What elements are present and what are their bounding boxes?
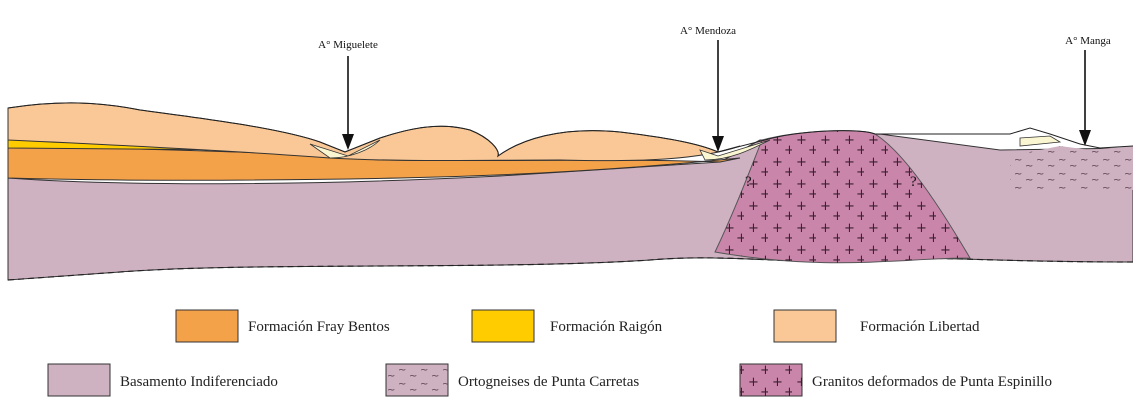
ortogneises-pattern xyxy=(1010,146,1133,190)
legend: Formación Fray Bentos Formación Raigón F… xyxy=(48,310,1052,396)
legend-label-libertad: Formación Libertad xyxy=(860,319,980,335)
stream-arrow-miguelete xyxy=(342,56,354,150)
stream-arrow-mendoza xyxy=(712,40,724,152)
legend-swatch-raigon xyxy=(472,310,534,342)
legend-label-raigon: Formación Raigón xyxy=(550,319,663,335)
legend-swatch-granitos-pattern xyxy=(740,364,802,396)
stream-label-manga: A° Manga xyxy=(1065,35,1111,47)
stream-label-miguelete: A° Miguelete xyxy=(318,39,378,51)
alluvium-manga xyxy=(1020,136,1060,146)
legend-swatch-libertad xyxy=(774,310,836,342)
legend-label-ortogneises: Ortogneises de Punta Carretas xyxy=(458,374,639,390)
uncertain-mark-right: ? xyxy=(910,174,917,190)
legend-swatch-ortogneises-pattern xyxy=(386,364,448,396)
uncertain-mark-left: ? xyxy=(745,174,752,190)
legend-swatch-basamento xyxy=(48,364,110,396)
stream-arrow-manga xyxy=(1079,50,1091,146)
legend-label-basamento: Basamento Indiferenciado xyxy=(120,374,278,390)
legend-swatch-fray-bentos xyxy=(176,310,238,342)
legend-label-fray-bentos: Formación Fray Bentos xyxy=(248,319,390,335)
legend-label-granitos: Granitos deformados de Punta Espinillo xyxy=(812,374,1052,390)
stream-label-mendoza: A° Mendoza xyxy=(680,25,736,37)
